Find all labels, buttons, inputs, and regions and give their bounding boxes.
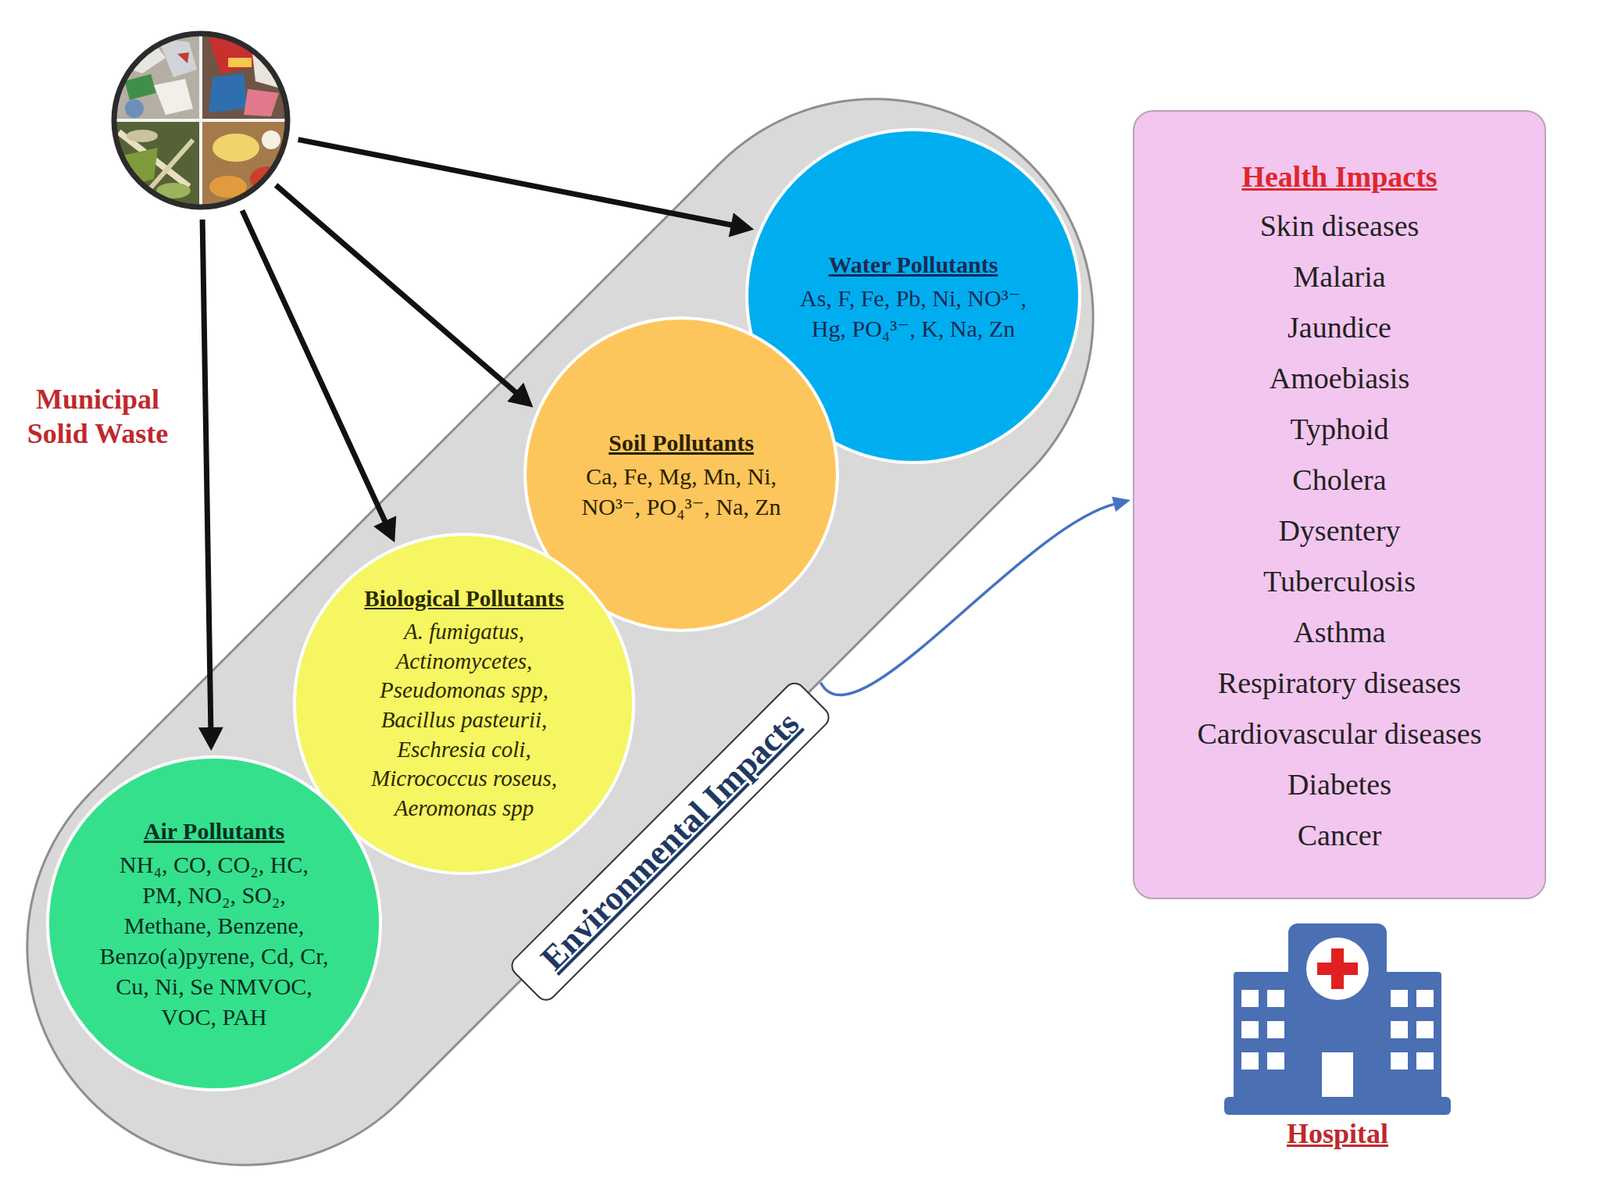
impact-item: Amoebiasis [1150, 353, 1529, 404]
source-label: Municipal Solid Waste [15, 382, 180, 452]
impact-item: Asthma [1150, 607, 1529, 658]
circle-content: Soil PollutantsCa, Fe, Mg, Mn, Ni, NO³⁻,… [575, 427, 787, 522]
waste-scrap [126, 129, 158, 143]
arrow-line [202, 219, 211, 729]
circle-body: NH₄, CO, CO₂, HC, PM, NO₂, SO₂, Methane,… [96, 849, 332, 1033]
window [1390, 989, 1408, 1008]
photo-ring [110, 30, 291, 211]
waste-photo-node: Municipal Solid Waste [110, 30, 291, 211]
circle-heading: Biological Pollutants [342, 584, 586, 615]
photo-label-wrap: Municipal Solid Waste [15, 382, 180, 452]
photo-divider [110, 118, 291, 122]
flow-arrow [298, 139, 755, 238]
circle-heading: Air Pollutants [96, 815, 332, 847]
band-outline [0, 8, 1184, 1200]
impact-item: Respiratory diseases [1150, 657, 1529, 709]
window [1241, 1052, 1259, 1070]
box-heading: Health Impacts [1150, 152, 1529, 201]
arrow-line [275, 185, 517, 393]
impact-item: Tuberculosis [1150, 556, 1529, 608]
red-cross [1317, 962, 1358, 975]
arrow-head [198, 727, 224, 751]
hospital-door [1321, 1052, 1354, 1097]
arrow-head [728, 212, 755, 237]
waste-scrap [212, 133, 260, 162]
impact-band: Environmental ImpactsWater PollutantsAs,… [27, 99, 1093, 1165]
window [1390, 1052, 1408, 1070]
impact-item: Typhoid [1150, 403, 1529, 455]
window [1416, 1052, 1434, 1070]
circle-body: As, F, Fe, Pb, Ni, NO³⁻, Hg, PO₄³⁻, K, N… [796, 282, 1031, 344]
window [1267, 989, 1285, 1008]
arrow-head [373, 515, 397, 543]
impact-item: Cardiovascular diseases [1150, 708, 1529, 760]
flow-arrow [242, 210, 397, 543]
flow-arrow [820, 496, 1131, 696]
waste-scrap [177, 52, 190, 64]
window [1267, 1052, 1285, 1070]
impact-item: Skin diseases [1150, 200, 1529, 252]
circle-body: A. fumigatus, Actinomycetes, Pseudomonas… [342, 617, 586, 824]
arrow-line [820, 503, 1115, 696]
hospital-icon [1224, 923, 1451, 1115]
window [1241, 1021, 1259, 1039]
window [1267, 1021, 1285, 1039]
circle-fill [47, 757, 381, 1090]
circle-content: Air PollutantsNH₄, CO, CO₂, HC, PM, NO₂,… [96, 815, 332, 1033]
waste-scrap [153, 78, 193, 115]
arrow-line [298, 139, 733, 226]
arrow-line [242, 210, 386, 522]
cross-disc [1306, 937, 1369, 1000]
waste-scrap [261, 130, 281, 150]
waste-collage [110, 30, 291, 211]
impact-item: Jaundice [1150, 302, 1529, 354]
waste-scrap [243, 89, 279, 117]
circle-content: Biological PollutantsA. fumigatus, Actin… [342, 584, 586, 824]
waste-scrap [228, 57, 252, 68]
circle-body: Ca, Fe, Mg, Mn, Ni, NO³⁻, PO₄³⁻, Na, Zn [575, 460, 787, 522]
arrow-head [507, 382, 533, 408]
circle-heading: Water Pollutants [796, 249, 1031, 280]
waste-scrap [125, 99, 144, 118]
waste-scrap [208, 73, 248, 113]
impact-item: Malaria [1150, 251, 1529, 303]
hospital-base [1224, 1096, 1451, 1115]
icon-caption: Hospital [1224, 1117, 1451, 1151]
impact-item: Cancer [1150, 810, 1529, 861]
window [1241, 989, 1259, 1008]
flow-arrow [198, 219, 224, 751]
window [1416, 1021, 1434, 1039]
hospital-building [1224, 923, 1451, 1115]
impact-item: Diabetes [1150, 759, 1529, 811]
hospital-windows [1241, 989, 1434, 1070]
photo-border [114, 33, 288, 208]
label-wrap: Hospital [1224, 1117, 1451, 1151]
impact-box: Health ImpactsSkin diseasesMalariaJaundi… [1132, 110, 1547, 900]
waste-scrap [124, 74, 156, 100]
circle-content: Water PollutantsAs, F, Fe, Pb, Ni, NO³⁻,… [796, 249, 1031, 344]
flow-arrow [275, 185, 533, 408]
arrow-head [1111, 496, 1131, 512]
impact-item: Dysentery [1150, 505, 1529, 557]
hospital-tower [1288, 923, 1387, 1104]
impact-item: Cholera [1150, 454, 1529, 506]
window [1416, 989, 1434, 1008]
pollutant-circle: Air PollutantsNH₄, CO, CO₂, HC, PM, NO₂,… [46, 755, 383, 1092]
circle-heading: Soil Pollutants [575, 427, 787, 458]
window [1390, 1021, 1408, 1039]
